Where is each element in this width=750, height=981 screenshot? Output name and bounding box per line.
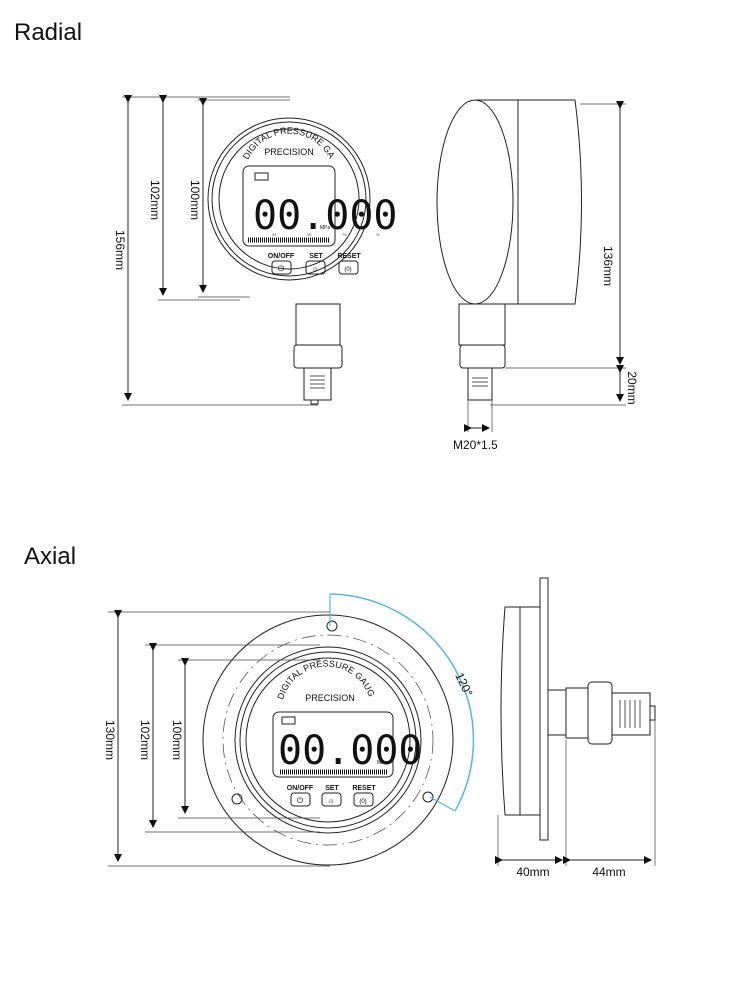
dim-100mm: 100mm: [170, 720, 184, 760]
gauge-subtitle: PRECISION: [264, 147, 314, 157]
radial-dimensions: 156mm 102mm 100mm: [113, 95, 318, 406]
set-button: [321, 792, 342, 807]
angle-arc: [329, 593, 475, 812]
axial-side-view: 40mm 44mm: [495, 577, 656, 879]
axial-dimensions: 130mm 102mm 100mm: [103, 610, 330, 867]
axial-front-view: 120° DIGITAL PRESSURE GAUGE PRECISION 00…: [0, 0, 476, 866]
power-icon: ⏻: [278, 264, 285, 273]
scale-label: 25: [272, 232, 277, 237]
radial-side-view: 136mm 20mm M20*1.5: [436, 99, 639, 452]
scale-label: 75: [342, 232, 347, 237]
reset-text: (0): [359, 799, 366, 805]
gear-icon: ☼: [327, 796, 334, 805]
on-off-label: ON/OFF: [287, 785, 314, 792]
svg-text:DIGITAL PRESSURE GAUGE: DIGITAL PRESSURE GAUGE: [0, 0, 377, 701]
reset-label: RESET: [337, 253, 361, 260]
set-label: SET: [309, 253, 323, 260]
dim-40mm: 40mm: [516, 865, 549, 879]
lcd-reading: 00.000: [278, 728, 423, 774]
dim-44mm: 44mm: [592, 865, 625, 879]
dim-102mm: 102mm: [138, 720, 152, 760]
gear-icon: ☼: [311, 264, 318, 273]
reset-text: (0): [344, 267, 351, 273]
lcd-unit: MPa: [320, 225, 331, 231]
set-button: [305, 260, 326, 275]
lcd-unit: MPa: [377, 760, 388, 766]
set-label: SET: [325, 785, 339, 792]
thread-spec: M20*1.5: [453, 438, 498, 452]
reset-button: [338, 260, 359, 275]
angle-label: 120°: [452, 670, 475, 699]
on-off-button: [290, 792, 311, 807]
dim-136mm: 136mm: [601, 246, 615, 286]
scale-label: 50: [307, 232, 312, 237]
scale-label: %: [376, 232, 380, 237]
gauge-brand-text: DIGITAL PRESSURE GAUGE: [0, 0, 377, 701]
dim-130mm: 130mm: [103, 720, 117, 760]
section-title-radial: Radial: [14, 19, 82, 46]
dim-100mm: 100mm: [188, 180, 202, 220]
dim-20mm: 20mm: [625, 371, 639, 404]
on-off-label: ON/OFF: [268, 253, 295, 260]
lcd-reading: 00.000: [253, 193, 398, 239]
on-off-button: [271, 260, 292, 275]
battery-icon: [254, 172, 269, 181]
reset-button: [353, 792, 374, 807]
reset-label: RESET: [352, 785, 376, 792]
gauge-subtitle: PRECISION: [305, 693, 355, 703]
dim-102mm: 102mm: [148, 180, 162, 220]
battery-icon: [281, 716, 296, 725]
dim-156mm: 156mm: [113, 230, 127, 270]
section-title-axial: Axial: [24, 543, 76, 570]
power-icon: ⏻: [297, 796, 304, 805]
